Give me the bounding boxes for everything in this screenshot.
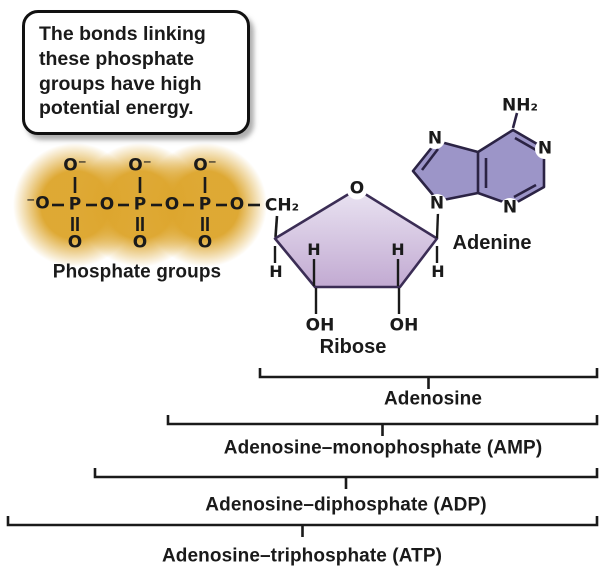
adenine-rings bbox=[411, 112, 555, 218]
adenine-n9-label: N bbox=[429, 193, 445, 214]
grouping-brackets bbox=[6, 368, 599, 537]
bottom-oxygen-1-label: O bbox=[67, 232, 83, 253]
bottom-oxygen-3-label: O bbox=[197, 232, 213, 253]
phosphorus-2-label: P bbox=[133, 194, 147, 215]
atp-label: Adenosine–triphosphate (ATP) bbox=[161, 545, 443, 567]
ch2-label: CH₂ bbox=[264, 195, 300, 216]
adenine-n1-label: N bbox=[537, 138, 553, 159]
bridge-oxygen-1-label: O bbox=[99, 194, 115, 215]
phosphorus-1-label: P bbox=[68, 194, 82, 215]
adenine-n3-label: N bbox=[502, 197, 518, 218]
ribose-oh-right-label: OH bbox=[389, 315, 419, 336]
adenine-label: Adenine bbox=[452, 232, 532, 254]
adenine-nh2-label: NH₂ bbox=[502, 95, 538, 116]
adp-label: Adenosine–diphosphate (ADP) bbox=[205, 494, 487, 516]
top-oxygen-3-label: O⁻ bbox=[193, 155, 217, 176]
ribose-label: Ribose bbox=[319, 336, 387, 358]
bridge-oxygen-3-label: O bbox=[229, 194, 245, 215]
callout-box: The bonds linking these phosphate groups… bbox=[22, 10, 250, 135]
ribose-ring bbox=[273, 178, 440, 314]
adenosine-label: Adenosine bbox=[383, 388, 483, 410]
adenine-n7-label: N bbox=[427, 128, 443, 149]
bottom-oxygen-2-label: O bbox=[132, 232, 148, 253]
terminal-oxygen-label: ⁻O bbox=[26, 193, 50, 214]
ribose-h-left-inner-label: H bbox=[307, 240, 321, 259]
phosphate-groups-label: Phosphate groups bbox=[52, 261, 222, 283]
ribose-h-left-outer-label: H bbox=[269, 262, 283, 281]
phosphate-bonds bbox=[52, 177, 279, 238]
bridge-oxygen-2-label: O bbox=[164, 194, 180, 215]
phosphorus-3-label: P bbox=[198, 194, 212, 215]
ribose-oxygen-label: O bbox=[349, 178, 365, 199]
ribose-h-right-inner-label: H bbox=[391, 240, 405, 259]
top-oxygen-1-label: O⁻ bbox=[63, 155, 87, 176]
ribose-h-right-outer-label: H bbox=[431, 262, 445, 281]
amp-label: Adenosine–monophosphate (AMP) bbox=[223, 437, 543, 459]
top-oxygen-2-label: O⁻ bbox=[128, 155, 152, 176]
ribose-oh-left-label: OH bbox=[305, 315, 335, 336]
